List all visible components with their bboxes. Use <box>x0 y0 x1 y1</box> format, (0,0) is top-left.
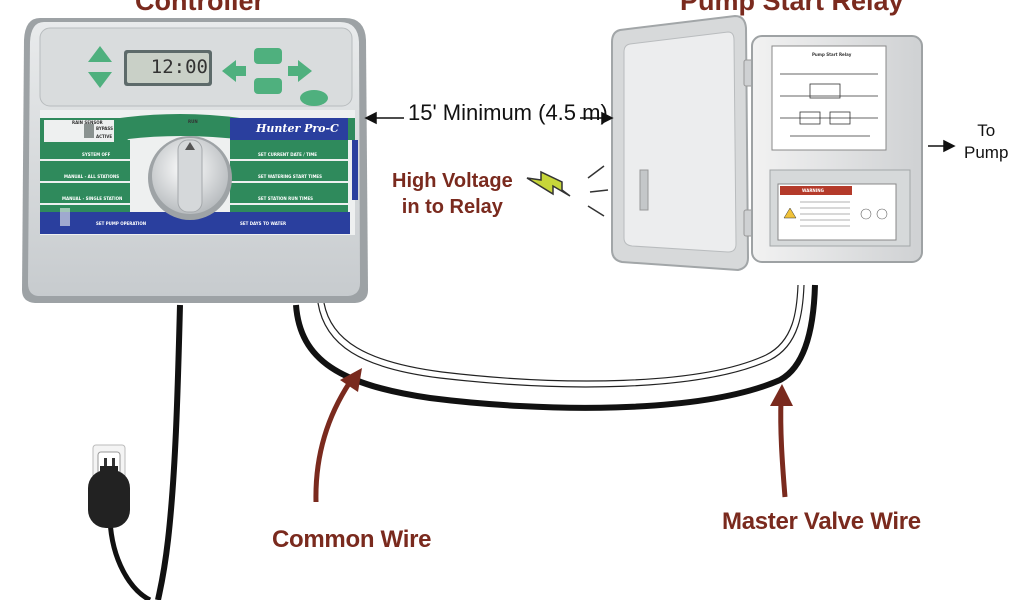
relay-title: Pump Start Relay <box>680 0 904 16</box>
common-wire <box>293 284 818 411</box>
brand-label: Hunter Pro-C <box>256 122 339 135</box>
rain-switch[interactable] <box>84 124 94 138</box>
master-valve-wire-label: Master Valve Wire <box>722 508 921 535</box>
controller-title: Controller <box>135 0 265 16</box>
relay-hinges <box>743 59 754 237</box>
distance-label: 15' Minimum (4.5 m) <box>408 100 608 125</box>
arrow-buttons[interactable] <box>222 48 328 106</box>
common-wire-arrow <box>313 368 362 503</box>
high-voltage-line-1: High Voltage <box>392 170 513 192</box>
relay-box <box>751 35 923 263</box>
high-voltage-line-2: in to Relay <box>401 196 503 218</box>
common-wire-label: Common Wire <box>272 526 432 553</box>
to-pump-label: To Pump <box>964 120 1008 164</box>
program-dial[interactable] <box>148 136 232 220</box>
lightning-icon <box>526 170 571 197</box>
switch-label-rain: RAIN SENSOR <box>72 120 103 125</box>
dial-top-label: RUN <box>188 119 198 124</box>
up-down-buttons[interactable] <box>88 46 112 88</box>
dial-label-right-1: SET CURRENT DATE / TIME <box>258 152 318 157</box>
relay-wiring-schematic <box>780 73 878 137</box>
relay-warning-title: WARNING <box>802 188 824 193</box>
power-plug <box>88 466 130 528</box>
to-pump-line-1: To <box>977 121 996 140</box>
relay-warning-lines <box>800 201 888 227</box>
dial-label-left-1: SYSTEM OFF <box>82 152 111 157</box>
power-cord <box>107 304 183 600</box>
dial-label-left-4: SET PUMP OPERATION <box>96 221 147 226</box>
switch-label-active: ACTIVE <box>96 134 113 139</box>
to-pump-line-2: Pump <box>964 143 1009 162</box>
master-valve-wire-arrow <box>770 384 793 498</box>
dial-label-right-3: SET STATION RUN TIMES <box>258 196 314 201</box>
switch-label-bypass: BYPASS <box>96 126 113 131</box>
distance-arrow <box>364 111 614 125</box>
voltage-spark-lines <box>587 165 609 217</box>
to-pump-arrow <box>928 139 956 153</box>
dial-label-left-3: MANUAL - SINGLE STATION <box>62 196 123 201</box>
lcd-time-display: 12:00 <box>150 56 208 78</box>
relay-panel-title: Pump Start Relay <box>812 52 852 57</box>
dial-label-right-2: SET WATERING START TIMES <box>258 174 323 179</box>
high-voltage-label: High Voltage in to Relay <box>392 168 513 220</box>
controller-lcd <box>124 50 212 86</box>
dial-label-right-4: SET DAYS TO WATER <box>240 221 287 226</box>
relay-door <box>611 14 750 272</box>
dial-label-left-2: MANUAL - ALL STATIONS <box>64 174 120 179</box>
master-valve-wire <box>317 284 805 388</box>
